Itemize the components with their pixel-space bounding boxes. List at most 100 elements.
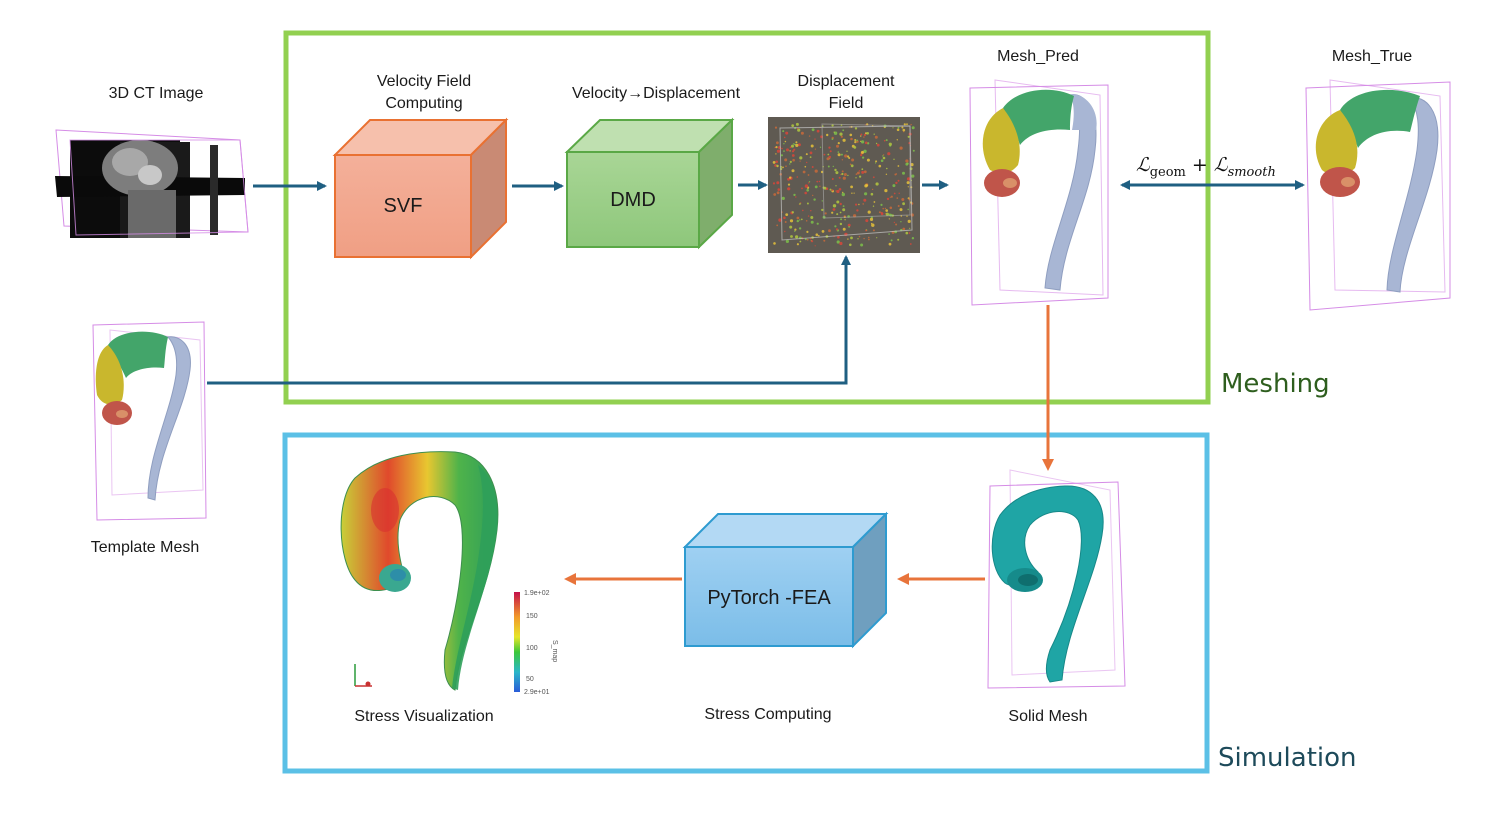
- displacement-speckle: [800, 218, 803, 221]
- displacement-speckle: [882, 154, 885, 156]
- displacement-speckle: [874, 162, 877, 164]
- displacement-speckle: [892, 127, 894, 129]
- displacement-speckle: [840, 218, 843, 221]
- displacement-speckle: [794, 230, 796, 232]
- displacement-speckle: [841, 192, 845, 197]
- displacement-speckle: [781, 196, 785, 200]
- displacement-speckle: [839, 132, 843, 136]
- displacement-speckle: [772, 161, 776, 164]
- displacement-speckle: [860, 154, 863, 157]
- displacement-speckle: [867, 210, 871, 214]
- displacement-speckle: [850, 236, 853, 240]
- displacement-speckle: [829, 188, 832, 191]
- displacement-speckle: [821, 200, 823, 202]
- displacement-speckle: [796, 216, 800, 220]
- displacement-speckle: [813, 198, 816, 201]
- displacement-speckle: [796, 243, 800, 246]
- displacement-speckle: [796, 176, 799, 178]
- displacement-speckle: [792, 158, 795, 162]
- displacement-speckle: [819, 146, 822, 148]
- displacement-speckle: [903, 131, 905, 133]
- displacement-speckle: [899, 208, 903, 212]
- displacement-speckle: [791, 144, 794, 148]
- displacement-speckle: [787, 177, 790, 181]
- displacement-speckle: [816, 180, 819, 183]
- displacement-speckle: [906, 177, 911, 181]
- displacement-speckle: [884, 213, 887, 215]
- displacement-speckle: [880, 203, 883, 206]
- displacement-speckle: [804, 184, 809, 188]
- displacement-speckle: [804, 238, 807, 241]
- displacement-speckle: [859, 175, 862, 178]
- displacement-speckle: [778, 218, 782, 222]
- displacement-speckle: [821, 208, 824, 212]
- displacement-speckle: [856, 139, 858, 142]
- displacement-speckle: [814, 245, 816, 247]
- displacement-speckle: [851, 158, 855, 162]
- displacement-speckle: [842, 208, 846, 212]
- displacement-speckle: [849, 243, 852, 247]
- displacement-speckle: [823, 239, 826, 242]
- displacement-speckle: [841, 159, 844, 161]
- displacement-speckle: [823, 153, 826, 156]
- displacement-speckle: [806, 189, 809, 192]
- displacement-speckle: [875, 142, 878, 145]
- displacement-speckle: [843, 173, 847, 176]
- mesh-pred-title: Mesh_Pred: [997, 48, 1079, 65]
- loss-symbol-1: ℒ: [1136, 154, 1150, 176]
- displacement-speckle: [858, 203, 860, 206]
- displacement-speckle: [832, 204, 837, 208]
- displacement-speckle: [865, 229, 867, 232]
- displacement-speckle: [809, 151, 813, 155]
- loss-symbol-2: ℒ: [1213, 154, 1228, 176]
- displacement-speckle: [838, 176, 841, 179]
- displacement-speckle: [888, 142, 892, 146]
- displacement-speckle: [901, 198, 905, 201]
- displacement-speckle: [831, 178, 834, 180]
- displacement-speckle: [911, 174, 915, 178]
- displacement-speckle: [902, 171, 905, 175]
- displacement-speckle: [776, 141, 779, 145]
- displacement-speckle: [791, 150, 795, 153]
- ct-image-thumbnail: [55, 129, 249, 238]
- displacement-speckle: [850, 185, 853, 189]
- displacement-speckle: [899, 146, 903, 150]
- displacement-speckle: [856, 209, 859, 212]
- displacement-speckle: [781, 147, 783, 150]
- displacement-speckle: [855, 173, 858, 176]
- displacement-speckle: [912, 149, 915, 152]
- displacement-speckle: [835, 171, 839, 175]
- displacement-speckle: [902, 202, 905, 206]
- displacement-speckle: [799, 240, 802, 243]
- displacement-speckle: [789, 163, 791, 165]
- displacement-speckle: [775, 164, 778, 167]
- displacement-speckle: [815, 233, 819, 236]
- displacement-speckle: [863, 149, 867, 153]
- displacement-speckle: [876, 237, 878, 239]
- displacement-speckle: [911, 126, 915, 130]
- displacement-speckle: [874, 135, 878, 139]
- displacement-speckle: [806, 230, 809, 233]
- displacement-speckle: [782, 130, 785, 133]
- displacement-speckle: [862, 156, 865, 159]
- simulation-section-title: Simulation: [1218, 743, 1357, 773]
- displacement-speckle: [784, 140, 787, 143]
- svf-title-line2: Computing: [385, 95, 463, 112]
- displacement-speckle: [875, 182, 879, 186]
- displacement-speckle: [864, 141, 868, 145]
- displacement-speckle: [847, 238, 849, 240]
- mesh-true-title: Mesh_True: [1331, 48, 1413, 65]
- displacement-speckle: [798, 227, 802, 230]
- dmd-title: Velocity→Displacement: [571, 85, 741, 102]
- displacement-speckle: [795, 143, 799, 147]
- displacement-speckle: [890, 195, 893, 198]
- displacement-speckle: [896, 197, 899, 199]
- displacement-speckle: [791, 169, 795, 173]
- displacement-speckle: [828, 229, 831, 233]
- displacement-speckle: [909, 243, 912, 245]
- displacement-speckle: [833, 131, 835, 133]
- displacement-speckle: [895, 181, 898, 185]
- displacement-speckle: [865, 184, 869, 187]
- displacement-speckle: [884, 207, 887, 210]
